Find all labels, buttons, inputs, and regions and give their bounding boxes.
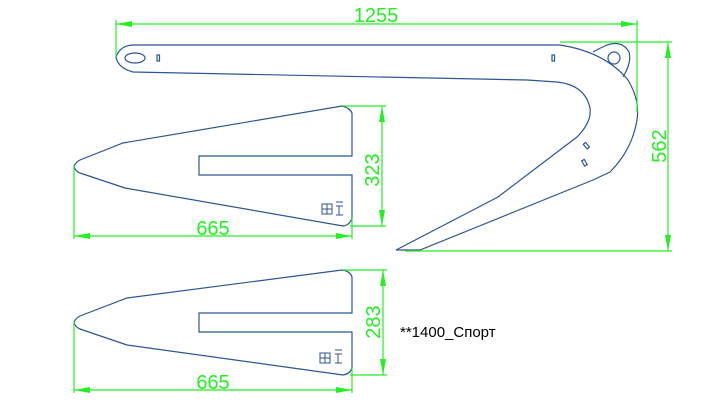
shank-slot [582, 141, 591, 150]
shank-eye-hole [124, 52, 146, 64]
shank-lug [592, 42, 631, 78]
shank-ring-hole [607, 51, 621, 65]
dim-562-label: 562 [649, 129, 671, 162]
dim-665-label: 665 [196, 218, 229, 240]
shank-slot [156, 54, 161, 62]
dimension-665-blade1: 665 [73, 166, 353, 240]
dimension-283: 283 [343, 269, 387, 376]
shank-slot [551, 54, 556, 62]
dimension-562: 562 [405, 41, 672, 252]
dimension-1255: 1255 [115, 5, 638, 112]
blade-2 [73, 269, 353, 376]
dim-1255-label: 1255 [354, 5, 399, 27]
anchor-shank [115, 42, 639, 251]
shank-slot [580, 158, 589, 167]
model-note: **1400_Спорт [400, 324, 496, 341]
dim-665-label: 665 [196, 372, 229, 394]
dim-323-label: 323 [362, 153, 384, 186]
blade-logo [319, 349, 342, 364]
dimension-323: 323 [343, 105, 386, 227]
blade-logo [321, 201, 343, 216]
dim-283-label: 283 [363, 305, 385, 338]
blade-1 [73, 105, 353, 227]
dimension-665-blade2: 665 [73, 322, 353, 394]
